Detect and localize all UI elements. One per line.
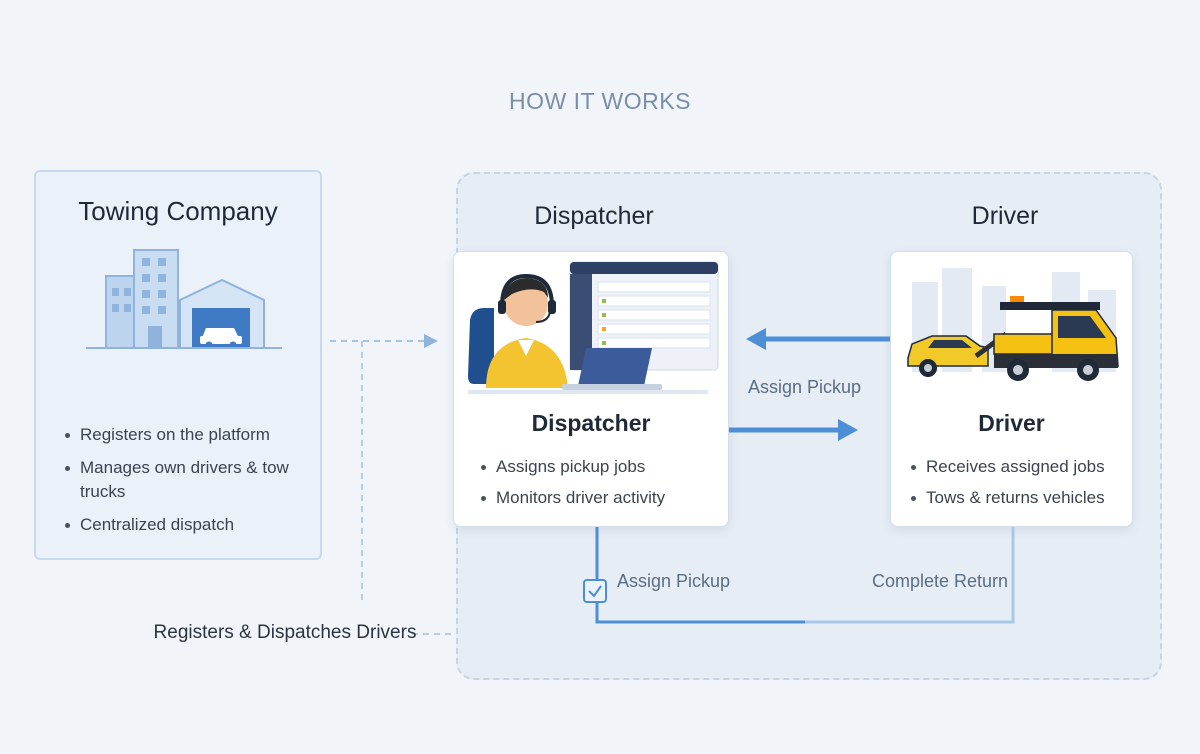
dispatcher-bullet-list: Assigns pickup jobs Monitors driver acti… (478, 455, 718, 517)
company-bullet: Registers on the platform (62, 423, 312, 447)
driver-card-title: Driver (978, 410, 1045, 436)
laptop-icon (578, 348, 652, 386)
driver-column-title: Driver (971, 202, 1039, 230)
building-illustration (86, 249, 282, 349)
towing-company-title: Towing Company (78, 196, 278, 226)
car-icon (200, 328, 242, 349)
assign-pickup-label-middle: Assign Pickup (748, 377, 862, 397)
company-bullet: Centralized dispatch (62, 513, 312, 537)
complete-return-label: Complete Return (872, 571, 1009, 591)
company-bullet: Manages own drivers & tow trucks (62, 456, 312, 504)
dispatcher-illustration (468, 261, 719, 394)
dispatcher-card-title: Dispatcher (531, 410, 651, 436)
assign-pickup-label-bottom: Assign Pickup (617, 571, 731, 591)
tow-truck-illustration (907, 268, 1119, 381)
dispatcher-column-title: Dispatcher (534, 202, 654, 230)
towing-company-card (34, 170, 322, 560)
driver-bullet: Receives assigned jobs (908, 455, 1132, 479)
dispatcher-bullet: Assigns pickup jobs (478, 455, 718, 479)
driver-bullet: Tows & returns vehicles (908, 486, 1132, 510)
company-arrowhead (424, 334, 438, 348)
chair (468, 308, 494, 384)
dispatcher-bullet: Monitors driver activity (478, 486, 718, 510)
registers-dispatches-caption: Registers & Dispatches Drivers (153, 622, 417, 643)
headset-icon (500, 273, 554, 307)
company-bullet-list: Registers on the platform Manages own dr… (62, 423, 312, 546)
driver-bullet-list: Receives assigned jobs Tows & returns ve… (908, 455, 1132, 517)
section-heading: HOW IT WORKS (509, 88, 691, 114)
building-left (105, 275, 137, 349)
dispatcher-person (486, 338, 568, 388)
